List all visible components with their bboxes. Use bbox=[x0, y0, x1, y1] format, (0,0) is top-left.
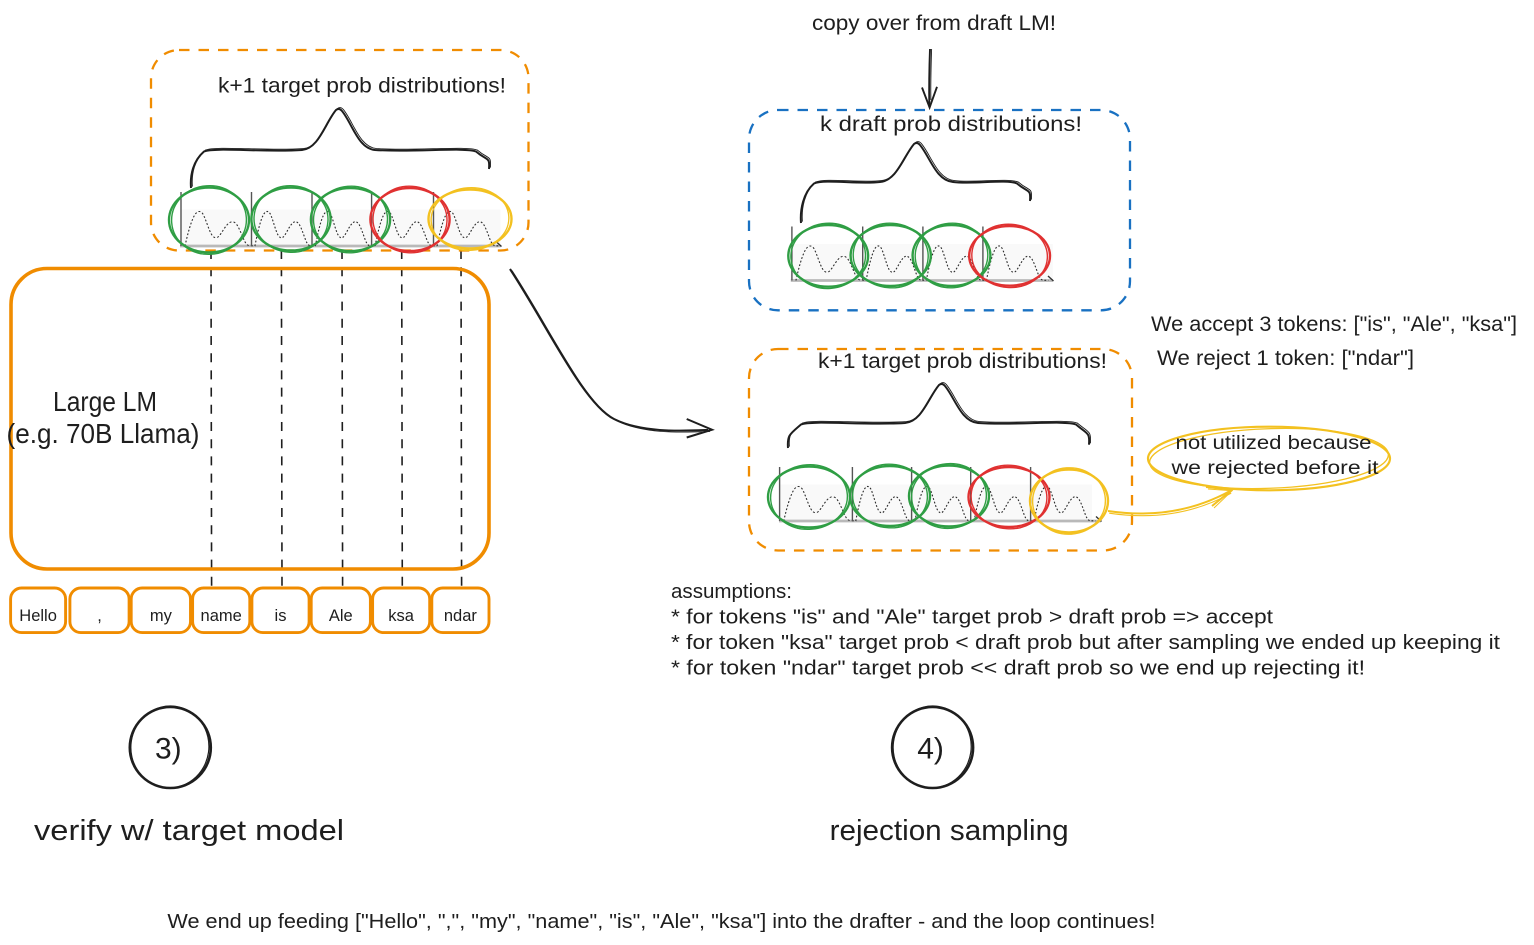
svg-text:4): 4) bbox=[917, 733, 944, 766]
svg-text:* for tokens "is" and "Ale" ta: * for tokens "is" and "Ale" target prob … bbox=[671, 607, 1274, 629]
svg-text:k+1 target prob distributions!: k+1 target prob distributions! bbox=[818, 350, 1107, 373]
svg-text:Ale: Ale bbox=[329, 607, 353, 625]
svg-text:* for token "ndar" target prob: * for token "ndar" target prob << draft … bbox=[671, 658, 1365, 680]
svg-text:rejection sampling: rejection sampling bbox=[830, 815, 1069, 847]
svg-text:we rejected before it: we rejected before it bbox=[1170, 457, 1379, 479]
svg-text:my: my bbox=[150, 607, 173, 625]
svg-text:verify w/ target model: verify w/ target model bbox=[34, 815, 344, 847]
svg-text:name: name bbox=[201, 607, 242, 625]
svg-text:k draft prob distributions!: k draft prob distributions! bbox=[820, 113, 1082, 136]
svg-text:copy over from draft LM!: copy over from draft LM! bbox=[812, 12, 1056, 35]
svg-text:ndar: ndar bbox=[444, 607, 478, 625]
svg-text:ksa: ksa bbox=[388, 607, 415, 625]
svg-text:assumptions:: assumptions: bbox=[671, 581, 792, 603]
svg-text:3): 3) bbox=[155, 733, 182, 766]
svg-text:We end up feeding ["Hello", ",: We end up feeding ["Hello", ",", "my", "… bbox=[167, 911, 1155, 933]
svg-text:not utilized because: not utilized because bbox=[1176, 432, 1372, 454]
svg-text:We reject 1 token: ["ndar"]: We reject 1 token: ["ndar"] bbox=[1157, 347, 1414, 370]
svg-text:* for token "ksa" target prob: * for token "ksa" target prob < draft pr… bbox=[671, 632, 1500, 654]
svg-text:,: , bbox=[97, 607, 102, 625]
svg-text:is: is bbox=[275, 607, 287, 625]
svg-text:k+1 target prob distributions!: k+1 target prob distributions! bbox=[218, 75, 506, 98]
svg-text:Hello: Hello bbox=[19, 607, 57, 625]
svg-text:We accept 3 tokens: ["is", "Al: We accept 3 tokens: ["is", "Ale", "ksa"] bbox=[1151, 313, 1517, 336]
svg-text:Large LM: Large LM bbox=[53, 386, 157, 417]
svg-text:(e.g. 70B Llama): (e.g. 70B Llama) bbox=[7, 418, 200, 449]
